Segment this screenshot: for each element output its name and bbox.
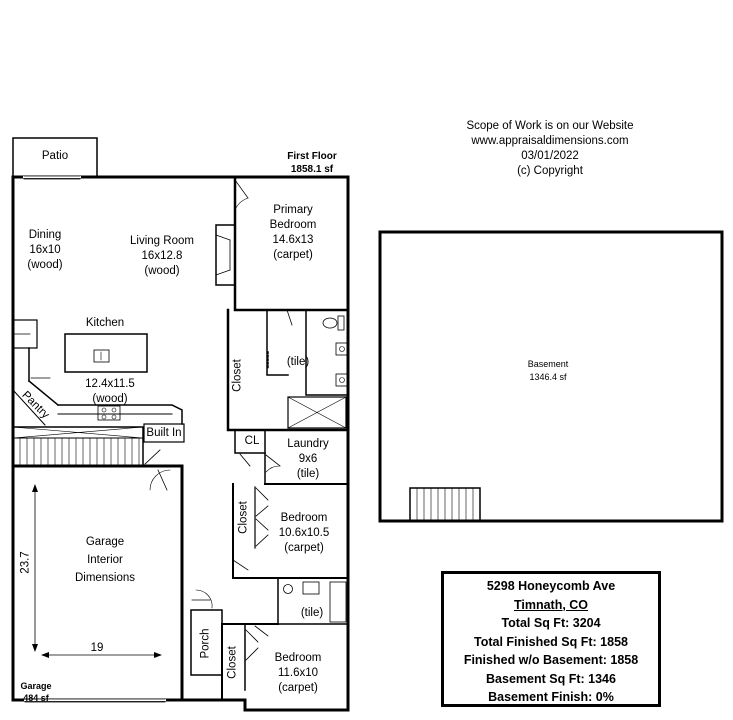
bedroom3-closet-label: Closet <box>226 646 239 679</box>
living-floor: (wood) <box>144 265 180 277</box>
bedroom2-closet-label: Closet <box>237 501 250 534</box>
kitchen-island <box>64 333 148 373</box>
dining-name: Dining <box>28 229 62 241</box>
primary-floor: (carpet) <box>273 249 313 261</box>
garage-area: 484 sf <box>23 693 49 703</box>
basement-label: Basement 1346.4 sf <box>508 358 588 384</box>
basement-outline <box>378 230 724 523</box>
summary-basement-finish: Basement Finish: 0% <box>488 690 614 704</box>
scope-notes: Scope of Work is on our Website www.appr… <box>440 119 660 179</box>
bedroom3-name: Bedroom <box>274 652 322 664</box>
dining-size: 16x10 <box>29 244 61 256</box>
living-name: Living Room <box>130 235 194 247</box>
kitchen-size-label: 12.4x11.5 (wood) <box>60 377 160 407</box>
primary-name-2: Bedroom <box>269 219 317 231</box>
room-living: Living Room 16x12.8 (wood) <box>117 234 207 279</box>
primary-bath-label: (tile) <box>286 356 310 368</box>
stairs-first-floor <box>12 426 144 467</box>
garage-line-3: Dimensions <box>74 572 136 584</box>
basement-area: 1346.4 sf <box>529 372 567 382</box>
garage-line-2: Interior <box>87 554 123 566</box>
first-floor-label: First Floor 1858.1 sf <box>272 150 352 176</box>
kitchen-floor: (wood) <box>92 393 128 405</box>
summary-city: Timnath, CO <box>513 597 589 612</box>
garage-label: Garage 484 sf <box>6 680 66 704</box>
room-dining: Dining 16x10 (wood) <box>10 228 80 273</box>
laundry-size: 9x6 <box>298 453 318 465</box>
room-kitchen: Kitchen <box>85 317 125 329</box>
laundry-name: Laundry <box>287 438 329 450</box>
summary-box: 5298 Honeycomb Ave Timnath, CO Total Sq … <box>441 571 661 707</box>
note-line-3: 03/01/2022 <box>521 150 579 162</box>
bedroom2-floor: (carpet) <box>284 542 324 554</box>
room-laundry: Laundry 9x6 (tile) <box>278 437 338 482</box>
built-in-label: Built In <box>146 427 182 439</box>
primary-size: 14.6x13 <box>272 234 314 246</box>
garage-width-label: 19 <box>90 642 104 654</box>
note-line-2: www.appraisaldimensions.com <box>471 135 629 147</box>
bedroom2-name: Bedroom <box>280 512 328 524</box>
note-line-1: Scope of Work is on our Website <box>466 120 634 132</box>
garage-outline <box>11 464 184 702</box>
summary-total: Total Sq Ft: 3204 <box>501 616 601 630</box>
room-bedroom-3: Bedroom 11.6x10 (carpet) <box>262 651 334 696</box>
garage-depth-label: 23.7 <box>19 551 32 574</box>
garage-title: Garage <box>20 681 52 691</box>
primary-name: Primary <box>273 204 313 216</box>
dining-floor: (wood) <box>27 259 63 271</box>
basement-title: Basement <box>527 359 569 369</box>
summary-finished-wo-basement: Finished w/o Basement: 1858 <box>463 653 639 667</box>
hall-bath-label: (tile) <box>300 607 324 619</box>
first-floor-title: First Floor <box>287 151 337 162</box>
porch-label: Porch <box>199 628 212 659</box>
note-line-4: (c) Copyright <box>517 165 583 177</box>
living-size: 16x12.8 <box>141 250 183 262</box>
laundry-floor: (tile) <box>296 468 320 480</box>
summary-address: 5298 Honeycomb Ave <box>486 579 616 593</box>
summary-basement-sqft: Basement Sq Ft: 1346 <box>486 671 616 686</box>
bedroom2-size: 10.6x10.5 <box>278 527 330 539</box>
room-garage: Garage Interior Dimensions <box>55 533 155 587</box>
bedroom3-size: 11.6x10 <box>277 667 319 679</box>
room-primary-bedroom: Primary Bedroom 14.6x13 (carpet) <box>253 203 333 263</box>
room-patio: Patio <box>41 150 69 162</box>
bedroom3-floor: (carpet) <box>278 682 318 694</box>
first-floor-area: 1858.1 sf <box>290 164 334 175</box>
summary-finished: Total Finished Sq Ft: 1858 <box>474 634 628 649</box>
room-bedroom-2: Bedroom 10.6x10.5 (carpet) <box>268 511 340 556</box>
garage-line-1: Garage <box>85 536 125 548</box>
kitchen-size: 12.4x11.5 <box>85 378 135 390</box>
room-cl: CL <box>244 435 260 447</box>
primary-closet-label: Closet <box>231 359 244 392</box>
